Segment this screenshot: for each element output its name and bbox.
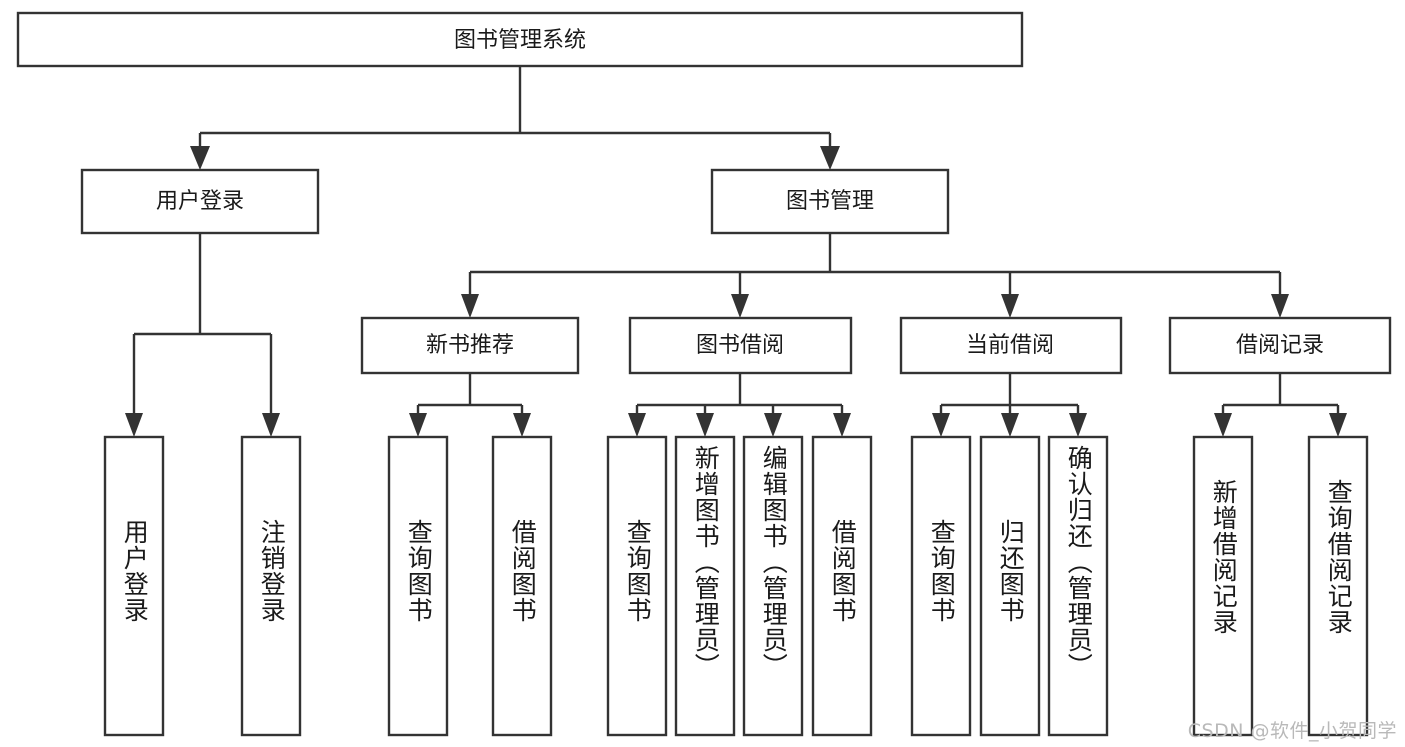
arrow-to-leaf-add-record [1214,413,1232,437]
connector-group-borrow-record [1214,373,1347,437]
arrow-to-leaf-query-book-3 [932,413,950,437]
node-root-label: 图书管理系统 [454,28,586,53]
node-new-book-recommend-label: 新书推荐 [426,333,514,358]
node-leaf-logout-login-box[interactable] [240,435,302,737]
node-user-login-label: 用户登录 [156,189,244,214]
arrow-to-leaf-edit-book [764,413,782,437]
node-leaf-borrow-book-1-box[interactable] [491,435,553,737]
node-leaf-query-book-3-box[interactable] [910,435,972,737]
node-book-borrow-box[interactable] [628,316,853,375]
node-leaf-confirm-return-box[interactable] [1047,435,1109,737]
node-new-book-recommend[interactable]: 新书推荐 [360,316,580,375]
arrow-to-book-management [820,146,840,170]
node-current-borrow[interactable]: 当前借阅 [899,316,1123,375]
node-root[interactable]: 图书管理系统 [16,11,1024,68]
node-leaf-add-record-box[interactable] [1192,435,1254,737]
watermark-text: CSDN @软件_小贺同学 [1187,720,1397,742]
arrow-to-user-login [190,146,210,170]
node-user-login[interactable]: 用户登录 [80,168,320,235]
node-new-book-recommend-box[interactable] [360,316,580,375]
arrow-to-leaf-return-book [1001,413,1019,437]
node-book-borrow[interactable]: 图书借阅 [628,316,853,375]
arrow-to-leaf-logout-login [262,413,280,437]
node-leaf-return-book-box[interactable] [979,435,1041,737]
node-borrow-record-label: 借阅记录 [1236,333,1324,358]
arrow-to-leaf-confirm-return [1069,413,1087,437]
node-borrow-record[interactable]: 借阅记录 [1168,316,1392,375]
node-leaf-edit-book-box[interactable] [742,435,804,737]
arrow-to-leaf-query-book-2 [628,413,646,437]
arrow-to-leaf-add-book [696,413,714,437]
node-current-borrow-box[interactable] [899,316,1123,375]
arrow-to-current-borrow [1001,294,1019,318]
node-user-login-box[interactable] [80,168,320,235]
node-book-borrow-label: 图书借阅 [696,333,784,358]
connector-group-current-borrow [932,373,1087,437]
arrow-to-borrow-record [1271,294,1289,318]
arrow-to-new-book-recommend [461,294,479,318]
arrow-to-book-borrow [731,294,749,318]
node-leaf-query-record-box[interactable] [1307,435,1369,737]
arrow-to-leaf-borrow-book-2 [833,413,851,437]
connector-group-book-borrow [628,373,851,437]
arrow-to-leaf-borrow-book-1 [513,413,531,437]
node-borrow-record-box[interactable] [1168,316,1392,375]
node-current-borrow-label: 当前借阅 [966,333,1054,358]
arrow-to-leaf-query-record [1329,413,1347,437]
node-leaf-borrow-book-2-box[interactable] [811,435,873,737]
node-root-box[interactable] [16,11,1024,68]
connector-group-new-book-recommend [409,373,531,437]
connector-group-root [190,66,840,170]
connector-group-book-management [461,233,1289,318]
connector-group-user-login [125,233,280,437]
node-book-management-box[interactable] [710,168,950,235]
arrow-to-leaf-query-book-1 [409,413,427,437]
node-leaf-add-book-box[interactable] [674,435,736,737]
arrow-to-leaf-user-login [125,413,143,437]
node-book-management-label: 图书管理 [786,189,874,214]
node-leaf-query-book-1-box[interactable] [387,435,449,737]
node-leaf-user-login-box[interactable] [103,435,165,737]
node-leaf-query-book-2-box[interactable] [606,435,668,737]
node-book-management[interactable]: 图书管理 [710,168,950,235]
